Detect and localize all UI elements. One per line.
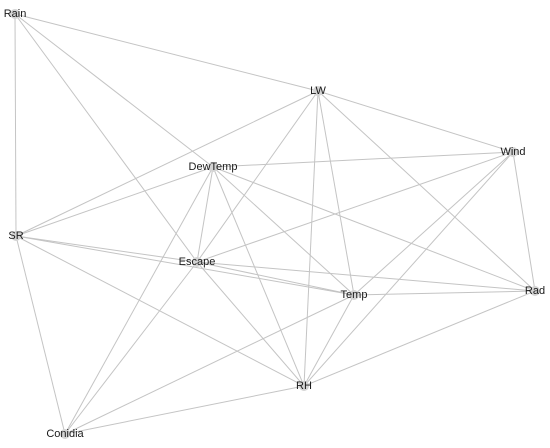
node-label-wind: Wind — [500, 146, 525, 158]
edge-escape-rh — [196, 261, 305, 387]
edge-lw-temp — [317, 90, 355, 296]
edge-lw-sr — [15, 90, 319, 237]
edge-lw-wind — [317, 90, 514, 153]
node-marker — [10, 9, 20, 19]
node-marker — [192, 257, 202, 267]
node-sr: SR — [8, 230, 23, 242]
edge-rain-sr — [14, 13, 17, 237]
node-marker — [349, 290, 359, 300]
node-temp: Temp — [341, 289, 368, 301]
edge-wind-rh — [303, 151, 514, 387]
edge-rh-conidia — [64, 385, 305, 435]
edge-escape-conidia — [64, 261, 198, 435]
node-marker — [530, 286, 540, 296]
edge-temp-rad — [353, 290, 536, 296]
node-marker — [313, 86, 323, 96]
node-marker — [60, 429, 70, 439]
edge-escape-temp — [196, 261, 355, 296]
node-rain: Rain — [4, 8, 27, 20]
node-marker — [11, 231, 21, 241]
node-label-dewtemp: DewTemp — [189, 161, 238, 173]
edge-sr-temp — [15, 235, 355, 296]
edge-wind-escape — [196, 151, 514, 263]
edge-dewtemp-rad — [212, 166, 536, 292]
edge-wind-dewtemp — [212, 151, 514, 168]
edge-lw-escape — [196, 90, 319, 263]
node-rh: RH — [296, 380, 312, 392]
node-label-rain: Rain — [4, 8, 27, 20]
node-marker — [208, 162, 218, 172]
node-label-sr: SR — [8, 230, 23, 242]
node-label-rad: Rad — [525, 285, 545, 297]
node-dewtemp: DewTemp — [189, 161, 238, 173]
edge-layer — [14, 13, 536, 435]
edge-escape-rad — [196, 261, 536, 292]
edge-wind-temp — [353, 151, 514, 296]
edge-rain-dewtemp — [14, 13, 214, 168]
node-label-escape: Escape — [179, 256, 216, 268]
node-escape: Escape — [179, 256, 216, 268]
edge-rain-lw — [14, 13, 319, 92]
edge-rad-rh — [303, 290, 536, 387]
node-marker — [299, 381, 309, 391]
edge-temp-conidia — [64, 294, 355, 435]
node-conidia: Conidia — [46, 428, 84, 440]
node-rad: Rad — [525, 285, 545, 297]
edge-lw-rad — [317, 90, 536, 292]
edge-sr-conidia — [15, 235, 66, 435]
edge-sr-escape — [15, 235, 198, 263]
edge-temp-rh — [303, 294, 355, 387]
edge-wind-rad — [512, 151, 536, 292]
node-label-lw: LW — [310, 85, 326, 97]
node-wind: Wind — [500, 146, 525, 158]
node-label-conidia: Conidia — [46, 428, 84, 440]
node-marker — [508, 147, 518, 157]
node-label-rh: RH — [296, 380, 312, 392]
edge-dewtemp-rh — [212, 166, 305, 387]
node-lw: LW — [310, 85, 326, 97]
edge-dewtemp-temp — [212, 166, 355, 296]
node-label-temp: Temp — [341, 289, 368, 301]
edge-dewtemp-sr — [15, 166, 214, 237]
edge-lw-rh — [303, 90, 319, 387]
edge-dewtemp-escape — [196, 166, 214, 263]
edge-rain-escape — [14, 13, 198, 263]
